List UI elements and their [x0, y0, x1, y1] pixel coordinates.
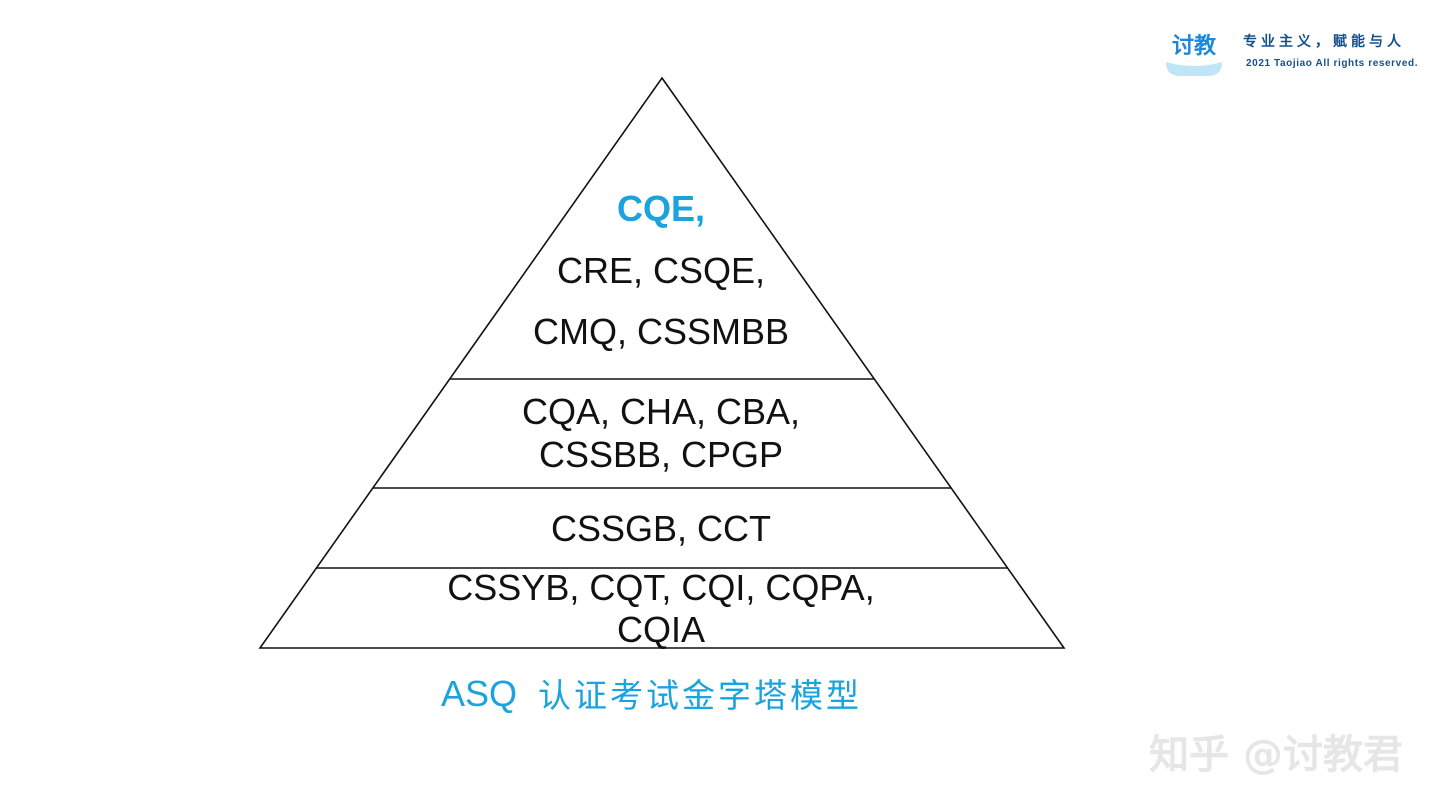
tier-third: CSSGB, CCT — [551, 508, 771, 549]
tier-base-line-2: CQIA — [617, 609, 705, 650]
tier-top: CQE, CRE, CSQE, CMQ, CSSMBB — [533, 188, 789, 352]
tier-top-line-1: CQE, — [617, 188, 705, 229]
tier-second-line-1: CQA, CHA, CBA, — [522, 391, 800, 432]
tier-base: CSSYB, CQT, CQI, CQPA, CQIA — [447, 567, 874, 650]
tier-top-line-2: CRE, CSQE, — [557, 250, 765, 291]
tier-base-line-1: CSSYB, CQT, CQI, CQPA, — [447, 567, 874, 608]
taojiao-logo: 讨教 — [1166, 33, 1222, 76]
pyramid-caption: ASQ 认证考试金字塔模型 — [441, 673, 862, 715]
caption-title: 认证考试金字塔模型 — [538, 676, 862, 715]
brand-block: 讨教 专业主义，赋能与人 2021 Taojiao All rights res… — [1166, 33, 1418, 76]
watermark-text: 知乎 @讨教君 — [1149, 732, 1403, 778]
logo-smile-shape — [1166, 62, 1222, 76]
pyramid-outline — [258, 76, 1066, 649]
caption-prefix: ASQ — [441, 673, 517, 714]
logo-text: 讨教 — [1172, 33, 1217, 59]
tier-third-line-1: CSSGB, CCT — [551, 508, 771, 549]
slogan-text: 专业主义，赋能与人 — [1243, 33, 1405, 50]
tier-top-line-3: CMQ, CSSMBB — [533, 311, 789, 352]
copyright-text: 2021 Taojiao All rights reserved. — [1246, 58, 1418, 69]
tier-second: CQA, CHA, CBA, CSSBB, CPGP — [522, 391, 800, 475]
tier-second-line-2: CSSBB, CPGP — [539, 434, 783, 475]
pyramid-diagram: CQE, CRE, CSQE, CMQ, CSSMBB CQA, CHA, CB… — [258, 76, 1066, 650]
